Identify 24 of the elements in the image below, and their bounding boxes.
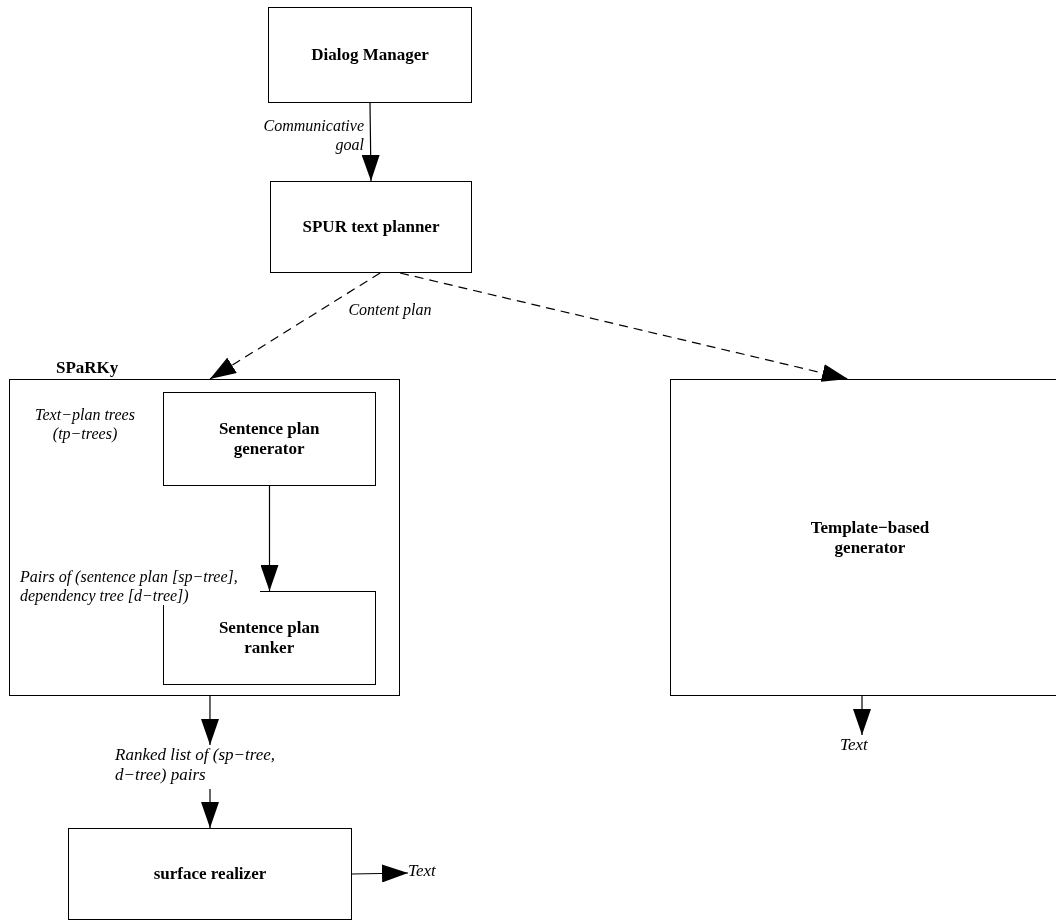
- group-title: SPaRKy: [56, 358, 119, 378]
- arrow: [209, 272, 381, 380]
- arrow: [201, 695, 219, 746]
- process-box: [670, 379, 1056, 696]
- box-label: SPUR text planner: [302, 217, 440, 237]
- output-text: Text: [408, 861, 436, 880]
- arrow: [351, 864, 409, 883]
- edge-text: Ranked list of (sp−tree, d−tree) pairs: [115, 745, 276, 784]
- edge-label: Pairs of (sentence plan [sp−tree], dependency tree [d−tree]): [20, 567, 260, 606]
- process-box: [162, 391, 376, 486]
- box-label: Sentence plan generator: [217, 418, 321, 459]
- arrow: [361, 102, 380, 182]
- arrow: [853, 695, 871, 736]
- output-text: Text: [840, 735, 868, 754]
- box-label: Template−based generator: [809, 517, 931, 558]
- process-box: [268, 7, 472, 103]
- box-label: Sentence plan ranker: [217, 617, 321, 658]
- arrow: [201, 788, 219, 829]
- process-box: [270, 181, 472, 273]
- arrow: [260, 485, 279, 592]
- process-box: [68, 828, 352, 920]
- box-label: surface realizer: [153, 864, 267, 884]
- box-label: Dialog Manager: [311, 45, 429, 65]
- arrow: [399, 272, 849, 382]
